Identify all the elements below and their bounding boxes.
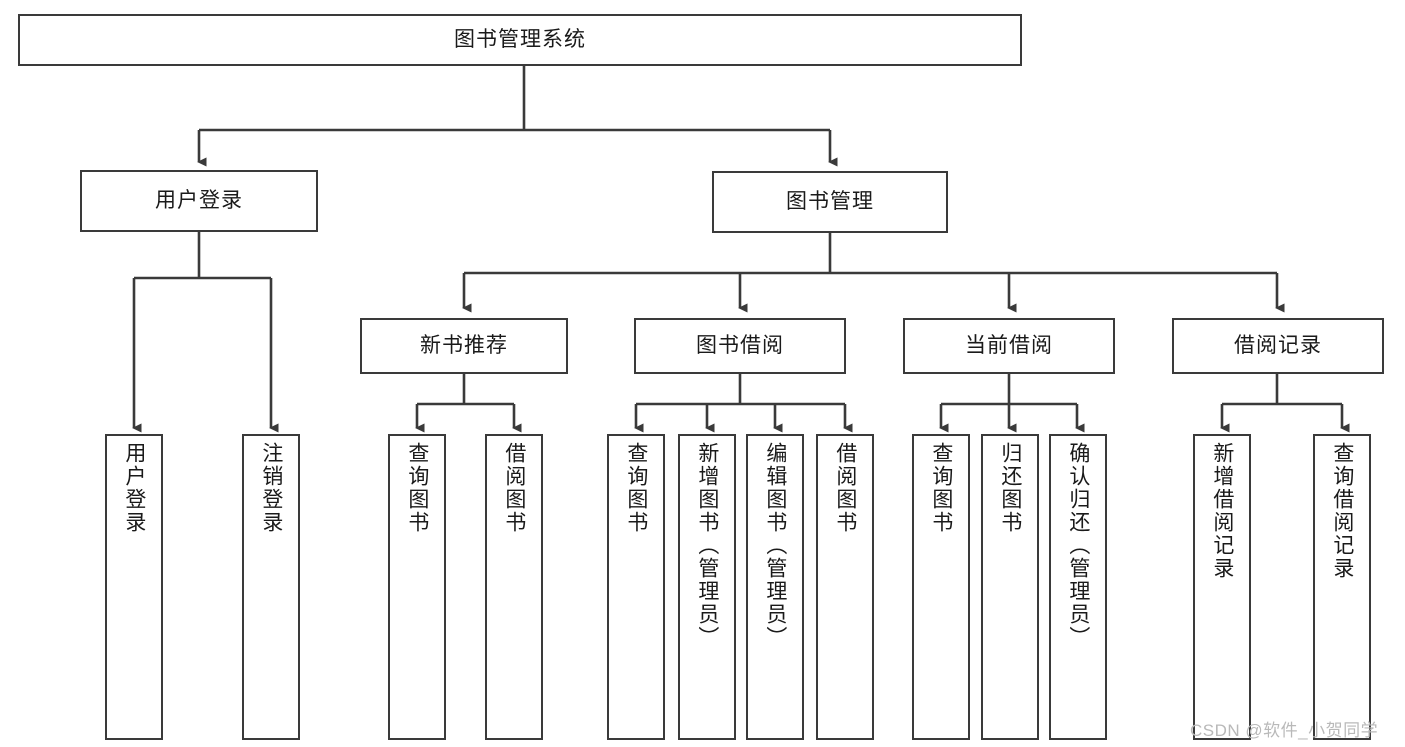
node-label: 查询图书 <box>929 442 953 534</box>
node-label: 图书借阅 <box>696 334 784 358</box>
node-label: 借阅记录 <box>1234 334 1322 358</box>
leaf-add-book-admin[interactable]: 新增图书（管理员） <box>678 434 736 740</box>
node-label: 图书管理 <box>786 190 874 214</box>
node-label: 新增借阅记录 <box>1210 442 1234 580</box>
node-borrow-record[interactable]: 借阅记录 <box>1172 318 1384 374</box>
node-label: 新增图书（管理员） <box>695 442 719 649</box>
leaf-query-book[interactable]: 查询图书 <box>607 434 665 740</box>
node-label: 新书推荐 <box>420 334 508 358</box>
node-current-borrow[interactable]: 当前借阅 <box>903 318 1115 374</box>
leaf-confirm-return-admin[interactable]: 确认归还（管理员） <box>1049 434 1107 740</box>
node-user-login[interactable]: 用户登录 <box>80 170 318 232</box>
node-label: 当前借阅 <box>965 334 1053 358</box>
leaf-query-borrow-record[interactable]: 查询借阅记录 <box>1313 434 1371 740</box>
node-book-borrow[interactable]: 图书借阅 <box>634 318 846 374</box>
node-root-book-management-system[interactable]: 图书管理系统 <box>18 14 1022 66</box>
node-label: 借阅图书 <box>833 442 857 534</box>
leaf-user-login[interactable]: 用户登录 <box>105 434 163 740</box>
leaf-query-book-recommend[interactable]: 查询图书 <box>388 434 446 740</box>
node-book-management[interactable]: 图书管理 <box>712 171 948 233</box>
node-label: 注销登录 <box>259 442 283 534</box>
node-label: 用户登录 <box>122 442 146 534</box>
leaf-query-book-current[interactable]: 查询图书 <box>912 434 970 740</box>
node-label: 查询借阅记录 <box>1330 442 1354 580</box>
leaf-borrow-book-recommend[interactable]: 借阅图书 <box>485 434 543 740</box>
node-label: 编辑图书（管理员） <box>763 442 787 649</box>
node-label: 用户登录 <box>155 189 243 213</box>
node-label: 确认归还（管理员） <box>1066 442 1090 649</box>
leaf-add-borrow-record[interactable]: 新增借阅记录 <box>1193 434 1251 740</box>
leaf-return-book[interactable]: 归还图书 <box>981 434 1039 740</box>
leaf-borrow-book[interactable]: 借阅图书 <box>816 434 874 740</box>
leaf-edit-book-admin[interactable]: 编辑图书（管理员） <box>746 434 804 740</box>
node-label: 归还图书 <box>998 442 1022 534</box>
node-label: 图书管理系统 <box>454 28 586 52</box>
node-label: 借阅图书 <box>502 442 526 534</box>
node-new-book-recommend[interactable]: 新书推荐 <box>360 318 568 374</box>
leaf-user-logout[interactable]: 注销登录 <box>242 434 300 740</box>
node-label: 查询图书 <box>405 442 429 534</box>
csdn-watermark: CSDN @软件_小贺同学 <box>1190 721 1379 740</box>
node-label: 查询图书 <box>624 442 648 534</box>
